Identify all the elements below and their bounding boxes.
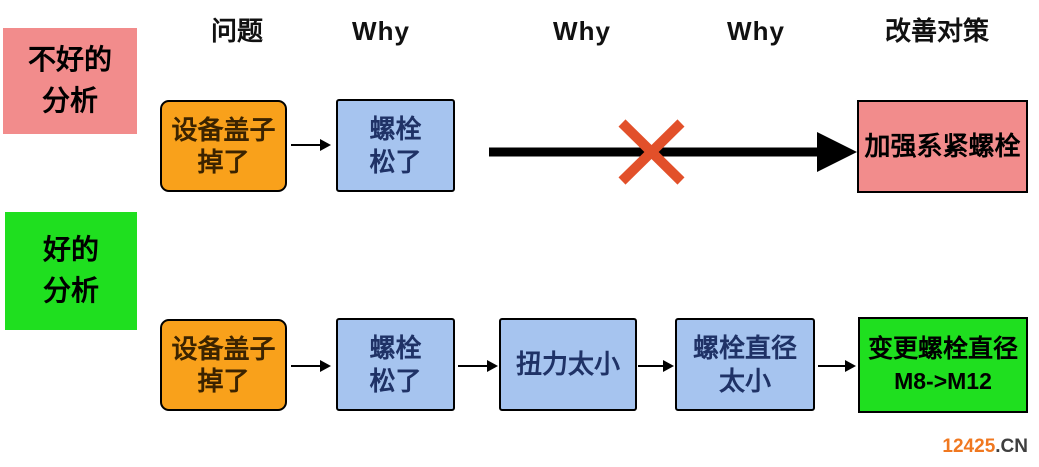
- column-header-why-2: Why: [553, 16, 611, 46]
- good-row-problem-box: 设备盖子 掉了: [160, 319, 287, 411]
- good-row-why1-box: 螺栓 松了: [336, 318, 455, 411]
- column-header-problem: 问题: [210, 16, 263, 46]
- bad-row-why1-box: 螺栓 松了: [336, 99, 455, 192]
- good-countermeasure-line2: M8->M12: [894, 368, 992, 395]
- column-header-why-3: Why: [727, 16, 785, 46]
- arrow-icon: [291, 359, 331, 373]
- watermark-suffix: .CN: [995, 436, 1028, 457]
- arrow-icon: [818, 359, 856, 373]
- good-row-why3-box: 螺栓直径 太小: [675, 318, 815, 411]
- bad-row-problem-box: 设备盖子 掉了: [160, 100, 287, 192]
- watermark-number: 12425: [942, 436, 996, 457]
- rejected-cross-icon: [618, 119, 685, 185]
- bad-analysis-label: 不好的 分析: [3, 28, 137, 134]
- good-countermeasure-line1: 变更螺栓直径: [867, 335, 1018, 363]
- watermark: 12425.CN: [942, 436, 1028, 458]
- thick-jump-arrow: [489, 119, 857, 185]
- bad-row-countermeasure-box: 加强系紧螺栓: [857, 100, 1028, 193]
- good-analysis-label: 好的 分析: [5, 212, 137, 330]
- column-header-countermeasure: 改善对策: [884, 16, 989, 46]
- arrow-icon: [638, 359, 674, 373]
- column-header-why-1: Why: [352, 16, 410, 46]
- arrow-icon: [291, 138, 331, 152]
- arrow-icon: [458, 359, 498, 373]
- thick-arrow-head: [817, 132, 857, 172]
- good-row-countermeasure-box: 变更螺栓直径 M8->M12: [858, 317, 1028, 413]
- good-row-why2-box: 扭力太小: [499, 318, 637, 411]
